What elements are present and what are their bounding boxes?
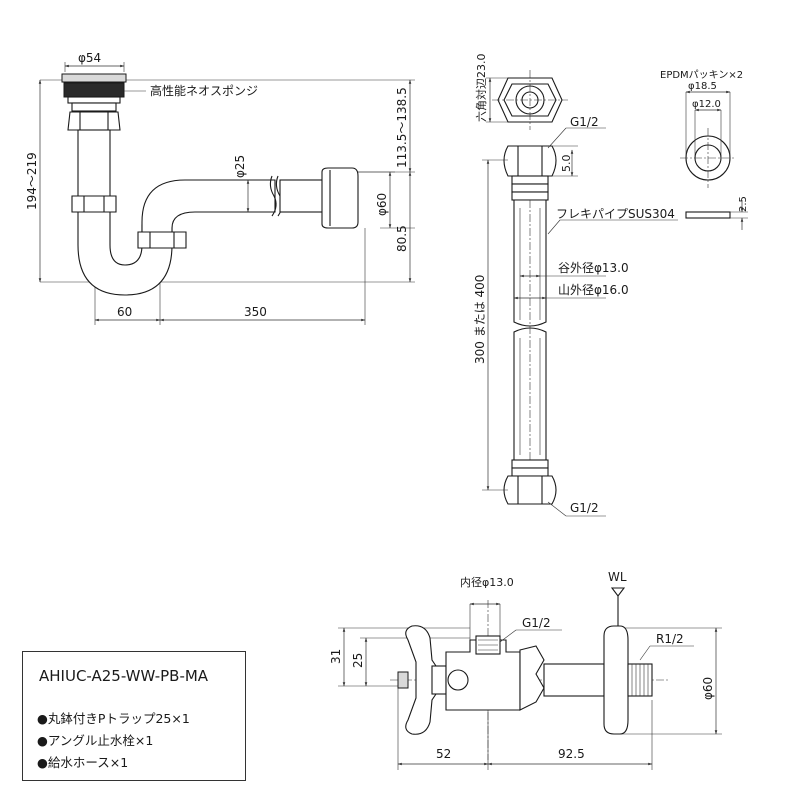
label-g12-top: G1/2 xyxy=(570,115,599,129)
elbow-pipe xyxy=(141,179,276,233)
slip-nut xyxy=(71,195,117,213)
valve-handle xyxy=(405,625,437,735)
product-info-box: AHIUC-A25-WW-PB-MA ●丸鉢付きPトラップ25×1 ●アングル止… xyxy=(22,651,246,781)
dim-packing-outer: φ18.5 xyxy=(688,81,717,92)
angle-valve-drawing: 内径φ13.0 WL G1/2 R1/2 31 25 φ60 52 92.5 xyxy=(329,570,722,770)
dim-pipe-diameter: φ25 xyxy=(233,155,247,178)
valve-hex-nut xyxy=(519,645,545,711)
tail-pipe xyxy=(77,129,111,201)
label-g12-bottom: G1/2 xyxy=(570,501,599,515)
valve-wall-flange xyxy=(603,625,629,735)
dim-top-diameter: φ54 xyxy=(78,51,101,65)
drain-cap xyxy=(61,73,127,83)
flex-hose-drawing: 六角対辺23.0 G1/2 5.0 フレキパイプSUS304 谷外径φ13.0 … xyxy=(473,54,678,517)
dim-25: 25 xyxy=(351,653,365,668)
dim-5-0: 5.0 xyxy=(560,155,573,173)
list-item: ●給水ホース×1 xyxy=(37,755,129,770)
label-wl: WL xyxy=(608,570,627,584)
dim-total-height: 194～219 xyxy=(25,152,39,210)
wall-flange xyxy=(321,167,359,229)
dim-hose-length: 300 または 400 xyxy=(473,275,487,364)
model-code: AHIUC-A25-WW-PB-MA xyxy=(39,667,209,685)
trap-nut xyxy=(137,231,187,249)
label-r12: R1/2 xyxy=(656,632,684,646)
label-valve-g12: G1/2 xyxy=(522,616,551,630)
packing-drawing: EPDMパッキン×2 φ18.5 φ12.0 2.5 xyxy=(660,69,749,230)
sponge-gasket xyxy=(63,82,125,98)
dim-92-5: 92.5 xyxy=(558,747,585,761)
list-item: ●アングル止水栓×1 xyxy=(37,733,154,748)
dim-packing-inner: φ12.0 xyxy=(692,99,721,110)
dim-52: 52 xyxy=(436,747,451,761)
valve-pipe xyxy=(543,663,605,697)
label-valley-diameter: 谷外径φ13.0 xyxy=(558,261,629,275)
dim-60: 60 xyxy=(117,305,132,319)
label-inner-diameter: 内径φ13.0 xyxy=(460,575,514,589)
dim-flange-diameter: φ60 xyxy=(375,193,389,216)
horizontal-pipe xyxy=(279,179,326,213)
valve-body xyxy=(445,639,521,711)
list-item: ●丸鉢付きPトラップ25×1 xyxy=(37,711,190,726)
dim-80-5: 80.5 xyxy=(395,225,409,252)
label-packing: EPDMパッキン×2 xyxy=(660,69,743,81)
label-sponge: 高性能ネオスポンジ xyxy=(150,83,258,98)
dim-31: 31 xyxy=(329,649,343,664)
lock-nut xyxy=(67,111,121,131)
packing-side xyxy=(685,211,731,219)
hose-nut-top xyxy=(503,145,557,177)
p-trap-drawing: φ54 高性能ネオスポンジ 194～219 φ25 φ60 113.5～138.… xyxy=(25,51,415,325)
hose-nut-bottom xyxy=(503,475,557,505)
dim-valve-diameter: φ60 xyxy=(701,677,715,700)
dim-height-range: 113.5～138.5 xyxy=(395,87,409,168)
dim-hex: 六角対辺23.0 xyxy=(474,54,488,123)
dim-350: 350 xyxy=(244,305,267,319)
label-peak-diameter: 山外径φ16.0 xyxy=(558,283,629,297)
dim-packing-thickness: 2.5 xyxy=(738,196,749,212)
label-flex-pipe: フレキパイプSUS304 xyxy=(556,207,675,221)
